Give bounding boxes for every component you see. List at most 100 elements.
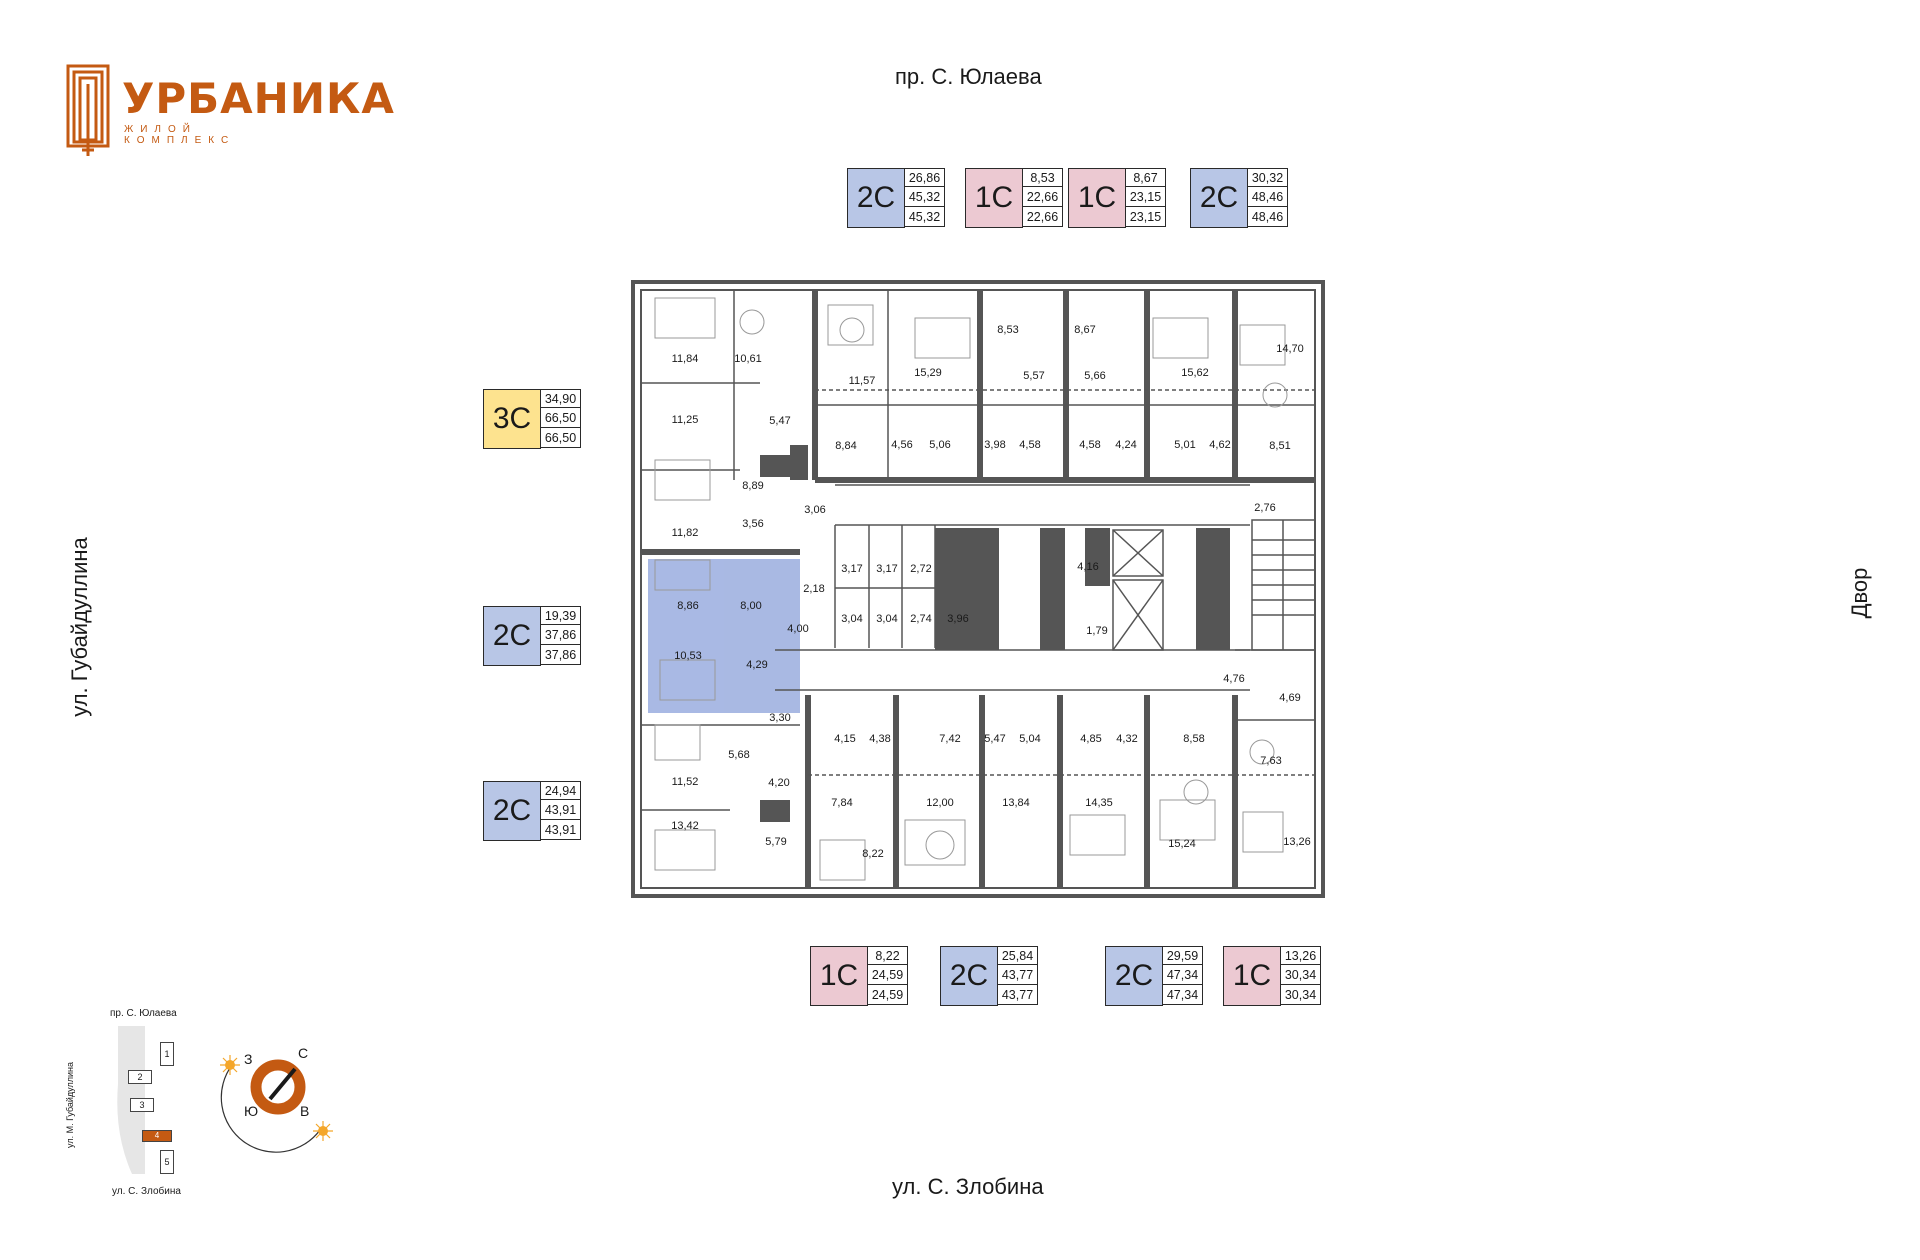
room-area: 15,24 (1168, 838, 1196, 850)
area-living: 19,39 (541, 606, 581, 625)
area-living: 29,59 (1163, 946, 1203, 965)
apartment-type: 2С (483, 781, 541, 841)
room-area: 3,06 (804, 504, 825, 516)
room-area: 5,47 (984, 733, 1005, 745)
area-full: 47,34 (1163, 985, 1203, 1005)
compass: С З Ю В (210, 1035, 340, 1155)
area-living: 26,86 (905, 168, 945, 187)
room-area: 4,15 (834, 733, 855, 745)
street-top: пр. С. Юлаева (895, 64, 1042, 89)
area-full: 37,86 (541, 645, 581, 665)
apartment-type: 3С (483, 389, 541, 449)
compass-icon (220, 1055, 333, 1153)
room-area: 8,84 (835, 440, 856, 452)
room-area: 4,00 (787, 623, 808, 635)
area-total: 30,34 (1281, 965, 1321, 985)
room-area: 5,04 (1019, 733, 1040, 745)
area-total: 43,77 (998, 965, 1038, 985)
apartment-type: 1С (1223, 946, 1281, 1006)
logo-mark-icon (66, 64, 110, 156)
area-full: 23,15 (1126, 207, 1166, 227)
room-area: 3,17 (841, 563, 862, 575)
area-total: 23,15 (1126, 187, 1166, 207)
room-area: 1,79 (1086, 625, 1107, 637)
street-bottom: ул. С. Злобина (892, 1174, 1044, 1199)
area-total: 48,46 (1248, 187, 1288, 207)
compass-east: В (300, 1103, 310, 1119)
area-living: 8,22 (868, 946, 908, 965)
room-area: 5,68 (728, 749, 749, 761)
apartment-type: 2С (1190, 168, 1248, 228)
area-living: 24,94 (541, 781, 581, 800)
room-area: 13,26 (1283, 836, 1311, 848)
apartment-type: 1С (810, 946, 868, 1006)
room-area: 11,82 (672, 527, 699, 539)
room-area: 4,85 (1080, 733, 1101, 745)
compass-north: С (298, 1045, 309, 1061)
area-living: 30,32 (1248, 168, 1288, 187)
room-area: 4,16 (1077, 561, 1098, 573)
area-living: 34,90 (541, 389, 581, 408)
area-living: 25,84 (998, 946, 1038, 965)
minimap-top-street: пр. С. Юлаева (110, 1008, 177, 1019)
apartment-type: 2С (940, 946, 998, 1006)
room-area: 4,76 (1223, 673, 1244, 685)
compass-west: З (244, 1051, 253, 1067)
minimap-building-1[interactable]: 1 (160, 1042, 174, 1066)
room-area: 3,98 (984, 439, 1005, 451)
room-labels: 11,84 10,61 11,57 15,29 8,53 8,67 15,62 … (671, 324, 1311, 860)
minimap-building-3[interactable]: 3 (130, 1098, 154, 1112)
room-area: 11,25 (672, 414, 699, 426)
room-area: 7,42 (939, 733, 960, 745)
room-area: 10,53 (674, 650, 702, 662)
area-total: 24,59 (868, 965, 908, 985)
room-area: 14,70 (1276, 343, 1304, 355)
room-area: 8,67 (1074, 324, 1095, 336)
apartment-type: 1С (965, 168, 1023, 228)
minimap: пр. С. Юлаева ул. С. Злобина ул. М. Губа… (60, 1000, 200, 1200)
room-area: 3,04 (876, 613, 897, 625)
logo-title: УРБАНИКА (122, 74, 395, 123)
room-area: 13,42 (671, 820, 699, 832)
room-area: 4,38 (869, 733, 890, 745)
room-area: 3,56 (742, 518, 763, 530)
minimap-building-2[interactable]: 2 (128, 1070, 152, 1084)
room-area: 7,63 (1260, 755, 1281, 767)
area-full: 24,59 (868, 985, 908, 1005)
room-area: 4,58 (1079, 439, 1100, 451)
room-area: 8,58 (1183, 733, 1204, 745)
apartment-type: 2С (1105, 946, 1163, 1006)
minimap-building-5[interactable]: 5 (160, 1150, 174, 1174)
area-full: 43,91 (541, 820, 581, 840)
logo-subtitle: ЖИЛОЙ КОМПЛЕКС (124, 124, 236, 146)
room-area: 12,00 (926, 797, 954, 809)
room-area: 2,72 (910, 563, 931, 575)
room-area: 5,66 (1084, 370, 1105, 382)
area-total: 37,86 (541, 625, 581, 645)
room-area: 8,89 (742, 480, 763, 492)
area-total: 47,34 (1163, 965, 1203, 985)
area-full: 43,77 (998, 985, 1038, 1005)
compass-south: Ю (244, 1103, 259, 1119)
room-area: 8,86 (677, 600, 698, 612)
room-area: 2,74 (910, 613, 931, 625)
room-area: 13,84 (1002, 797, 1030, 809)
area-full: 22,66 (1023, 207, 1063, 227)
room-area: 8,00 (740, 600, 761, 612)
room-area: 4,29 (746, 659, 767, 671)
minimap-building-4[interactable]: 4 (142, 1130, 172, 1142)
apartment-type: 2С (483, 606, 541, 666)
room-area: 4,58 (1019, 439, 1040, 451)
